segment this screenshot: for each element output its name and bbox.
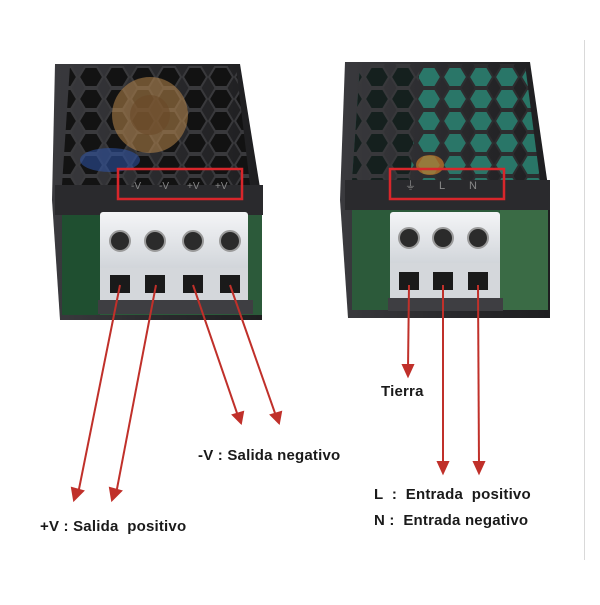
left-terminal-marking-box bbox=[116, 167, 244, 201]
arrow-line bbox=[477, 284, 480, 467]
arrow-line bbox=[407, 284, 410, 370]
left-terminal-block bbox=[100, 212, 248, 272]
left-terminal-marking: +V bbox=[215, 181, 228, 192]
right-terminal-marking: L bbox=[439, 180, 445, 192]
callout-arrows bbox=[70, 284, 486, 503]
arrow-line bbox=[229, 284, 277, 417]
arrowhead bbox=[401, 364, 415, 379]
divider bbox=[584, 40, 585, 560]
arrowhead bbox=[436, 461, 450, 476]
right-terminal-marking: N bbox=[469, 180, 477, 192]
negative-output-label: -V : Salida negativo bbox=[198, 447, 341, 464]
right-power-supply: ⏚ L N bbox=[340, 62, 550, 318]
left-terminal-marking: -V bbox=[131, 181, 141, 192]
arrowhead bbox=[70, 486, 85, 503]
right-terminal-marking: ⏚ bbox=[405, 179, 416, 192]
live-input-label: L : Entrada positivo bbox=[374, 486, 531, 503]
arrow-line bbox=[77, 284, 121, 495]
arrow-line bbox=[115, 284, 157, 495]
right-terminal-marking-box bbox=[388, 167, 506, 201]
left-power-supply: -V -V +V +V bbox=[52, 64, 263, 320]
left-terminal-marking: +V bbox=[187, 181, 200, 192]
ground-label: Tierra bbox=[381, 383, 424, 400]
arrowhead bbox=[231, 410, 245, 426]
neutral-input-label: N : Entrada negativo bbox=[374, 512, 529, 529]
arrowhead bbox=[108, 486, 123, 503]
arrowhead bbox=[269, 410, 283, 426]
arrowhead bbox=[472, 461, 486, 476]
left-terminal-marking: -V bbox=[159, 181, 169, 192]
arrow-line bbox=[192, 284, 239, 417]
positive-output-label: +V : Salida positivo bbox=[40, 518, 187, 535]
